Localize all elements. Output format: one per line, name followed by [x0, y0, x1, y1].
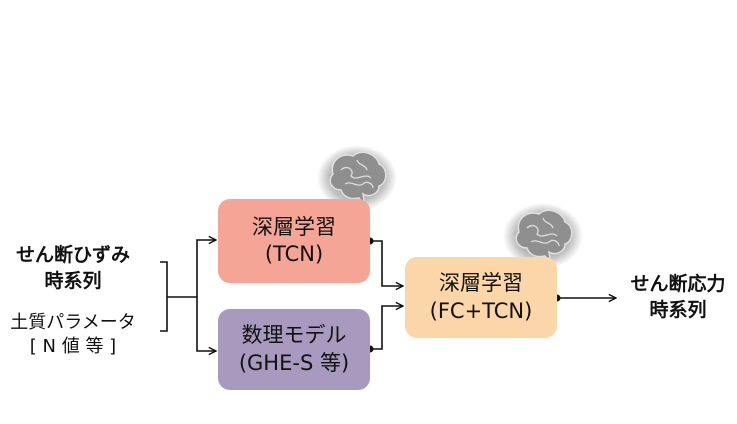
brain-icon [503, 203, 583, 269]
input-shear-strain-label: せん断ひずみ 時系列 [0, 243, 148, 294]
fc-box-title: 深層学習 [439, 271, 523, 296]
input-shear-strain-line2: 時系列 [44, 269, 102, 292]
output-shear-stress-label: せん断応力 時系列 [614, 272, 737, 323]
input-soil-param-line1: 土質パラメータ [10, 312, 136, 333]
math-model-ghe-box: 数理モデル (GHE-S 等) [218, 309, 370, 390]
split-arrow-upper [196, 240, 216, 297]
split-arrow-lower [196, 297, 216, 351]
ghe-box-subtitle: (GHE-S 等) [238, 350, 350, 375]
input-bracket [160, 261, 197, 332]
arrow-tcn-to-fc [370, 240, 403, 286]
fc-box-subtitle: (FC+TCN) [429, 298, 533, 323]
tcn-box-subtitle: (TCN) [264, 242, 324, 266]
input-soil-param-line2: [ N 値 等 ] [29, 336, 117, 358]
deep-learning-fc-tcn-box: 深層学習 (FC+TCN) [405, 257, 557, 338]
arrow-ghe-to-fc [370, 306, 403, 350]
input-shear-strain-line1: せん断ひずみ [15, 244, 130, 266]
tcn-box-title: 深層学習 [252, 214, 336, 239]
output-line2: 時系列 [649, 298, 707, 321]
input-soil-param-label: 土質パラメータ [ N 値 等 ] [0, 311, 150, 360]
deep-learning-tcn-box: 深層学習 (TCN) [218, 199, 370, 283]
brain-icon [317, 145, 397, 211]
output-line1: せん断応力 [630, 273, 726, 295]
ghe-box-title: 数理モデル [241, 323, 347, 348]
